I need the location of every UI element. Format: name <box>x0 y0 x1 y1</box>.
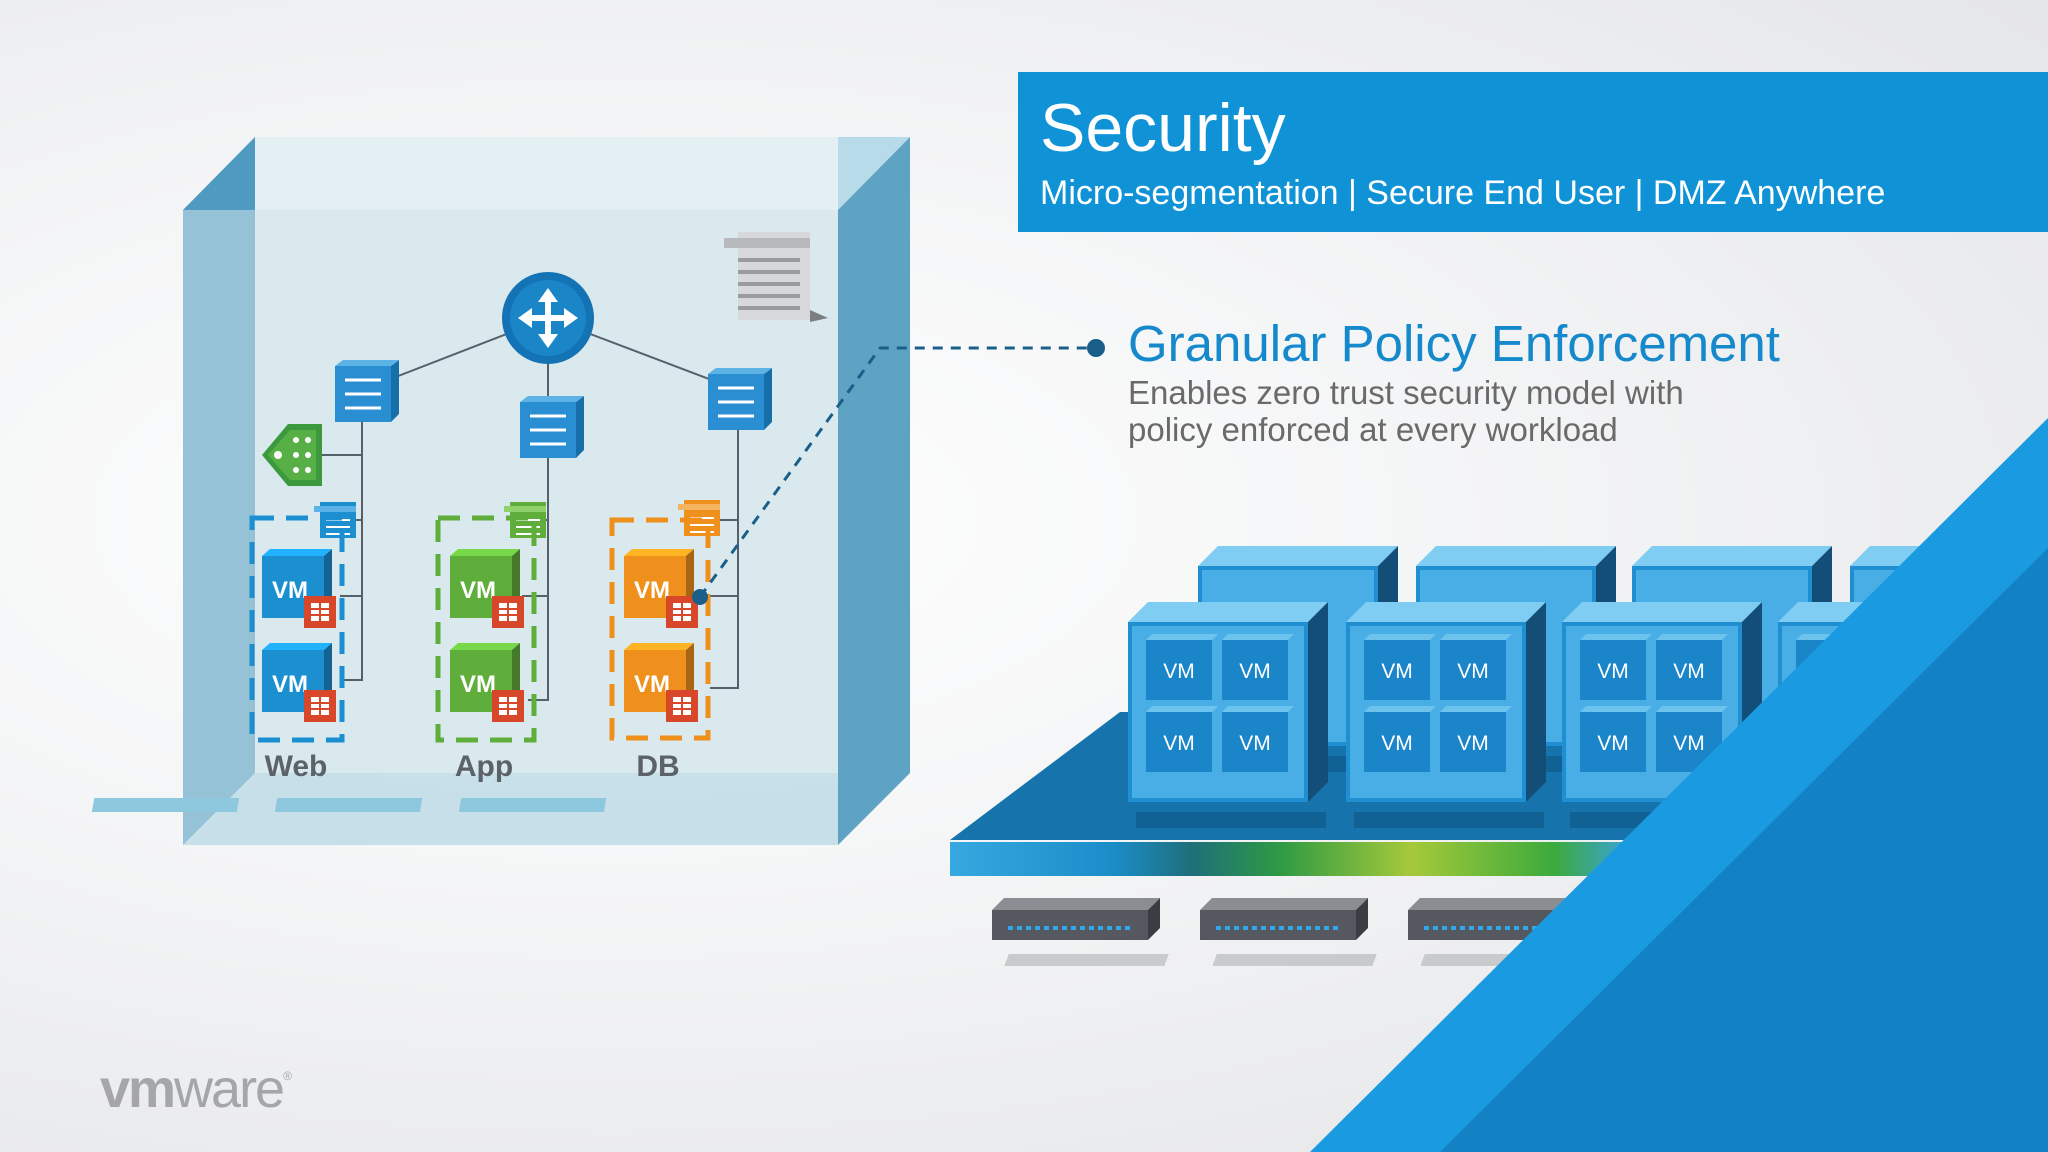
vm-tile: VM <box>262 643 336 722</box>
firewall-icon <box>304 596 336 628</box>
server-rack-icon: VM VM VM VM <box>1128 602 1328 828</box>
vm-label: VM <box>1597 660 1629 683</box>
server-rack-icon: VM VM VM VM <box>1346 602 1546 828</box>
callout-text-line-1: Enables zero trust security model with <box>1128 374 1684 411</box>
vm-label: VM <box>272 671 308 698</box>
switch-icon <box>335 360 399 422</box>
tier-label-db: DB <box>636 750 679 783</box>
firewall-icon <box>492 596 524 628</box>
physical-switches <box>992 898 1585 966</box>
switch-icon <box>708 368 772 430</box>
switch-icon <box>520 396 584 458</box>
vm-label: VM <box>1239 732 1271 755</box>
firewall-icon <box>492 690 524 722</box>
callout-connector <box>692 339 1105 605</box>
load-balancer-icon <box>262 424 322 486</box>
vm-tile: VM <box>450 549 524 628</box>
vm-tile: VM <box>624 643 698 722</box>
vm-label: VM <box>1163 660 1195 683</box>
banner-title: Security <box>1040 90 1286 166</box>
vm-label: VM <box>1457 732 1489 755</box>
callout-title: Granular Policy Enforcement <box>1128 315 1780 372</box>
db-tier-group <box>609 517 711 741</box>
vm-label: VM <box>460 577 496 604</box>
vm-tile: VM <box>624 549 698 628</box>
vm-label: VM <box>634 577 670 604</box>
vm-label: VM <box>634 671 670 698</box>
firewall-icon <box>666 690 698 722</box>
tier-label-app: App <box>455 750 513 783</box>
vm-label: VM <box>1163 732 1195 755</box>
vm-label: VM <box>1597 732 1629 755</box>
vmware-logo: vmware® <box>100 1059 292 1119</box>
router-icon <box>502 272 594 364</box>
vm-tile: VM <box>262 549 336 628</box>
hardware-switch-icon <box>1200 898 1377 966</box>
vm-label: VM <box>460 671 496 698</box>
vm-label: VM <box>1239 660 1271 683</box>
brand-diagonal <box>1310 418 2048 1152</box>
vm-tile: VM <box>450 643 524 722</box>
vm-label: VM <box>1673 660 1705 683</box>
firewall-icon <box>304 690 336 722</box>
hardware-switch-icon <box>992 898 1169 966</box>
vm-label: VM <box>1673 732 1705 755</box>
vm-label: VM <box>1381 660 1413 683</box>
tier-label-web: Web <box>265 750 328 783</box>
web-tier-group <box>249 515 345 743</box>
server-rack-icon <box>724 232 828 322</box>
vm-label: VM <box>272 577 308 604</box>
firewall-icon <box>666 596 698 628</box>
security-banner: Security Micro-segmentation | Secure End… <box>1018 72 2048 232</box>
app-tier-group <box>435 515 537 743</box>
vm-tiles-left: VM VM Web VM VM App VM VM DB <box>262 549 698 783</box>
vm-label: VM <box>1457 660 1489 683</box>
vm-label: VM <box>1381 732 1413 755</box>
callout-text-line-2: policy enforced at every workload <box>1128 411 1618 448</box>
banner-subtitle: Micro-segmentation | Secure End User | D… <box>1040 174 1886 212</box>
